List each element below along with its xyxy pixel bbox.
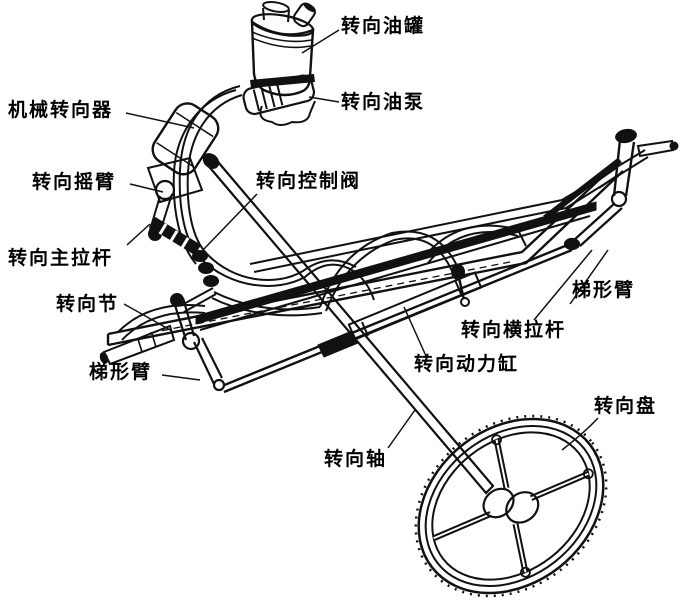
label-oil-reservoir: 转向油罐 bbox=[341, 16, 426, 37]
right-steering-knuckle bbox=[595, 128, 679, 208]
left-steering-knuckle bbox=[99, 293, 201, 366]
label-steering-wheel: 转向盘 bbox=[594, 396, 658, 417]
filler-cap bbox=[262, 1, 290, 23]
drag-link bbox=[148, 216, 202, 256]
trapezoid-arm-left bbox=[193, 337, 226, 392]
label-power-cylinder: 转向动力缸 bbox=[414, 354, 520, 375]
steering-wheel bbox=[414, 414, 608, 598]
wheel-hub bbox=[482, 487, 540, 524]
label-steering-knuckle: 转向节 bbox=[56, 294, 120, 315]
wheel-spokes bbox=[432, 434, 594, 578]
label-steering-gear: 机械转向器 bbox=[8, 100, 114, 121]
label-control-valve: 转向控制阀 bbox=[256, 171, 362, 192]
label-drag-link: 转向主拉杆 bbox=[8, 248, 114, 269]
leader-lines bbox=[123, 29, 609, 451]
trapezoid-arm-right bbox=[563, 202, 623, 251]
label-steering-shaft: 转向轴 bbox=[324, 449, 388, 470]
control-valve bbox=[179, 250, 219, 313]
leaf-springs bbox=[117, 224, 527, 341]
steering-shaft bbox=[202, 153, 495, 495]
label-trapezoid-arm-left: 梯形臂 bbox=[89, 362, 153, 383]
breather-neck bbox=[292, 2, 316, 28]
label-trapezoid-arm-right: 梯形臂 bbox=[572, 280, 636, 301]
oil-pump bbox=[242, 74, 316, 126]
label-tie-rod: 转向横拉杆 bbox=[461, 320, 567, 341]
label-oil-pump: 转向油泵 bbox=[341, 92, 426, 113]
label-pitman-arm: 转向摇臂 bbox=[32, 172, 117, 193]
